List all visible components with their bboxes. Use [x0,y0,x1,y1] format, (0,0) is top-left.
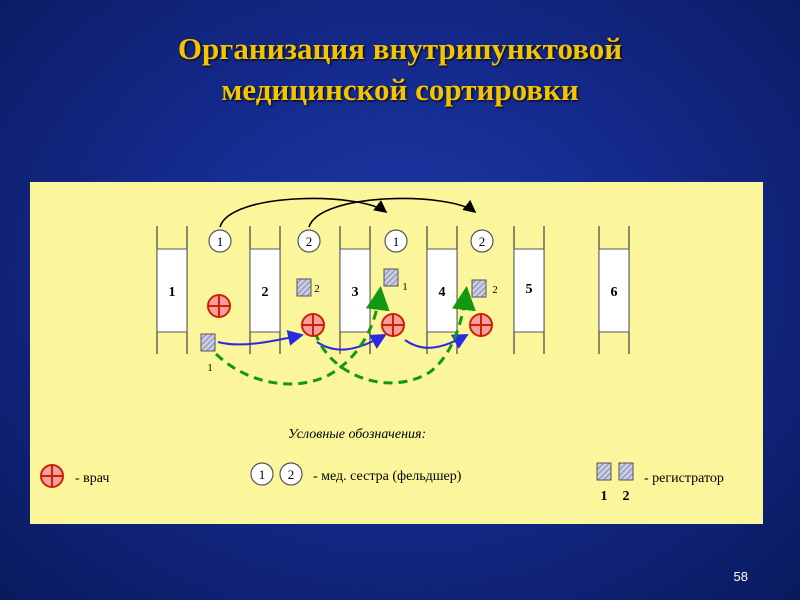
svg-text:2: 2 [306,234,313,249]
room-label: 1 [169,285,176,300]
registrar-marker: 2 [471,279,498,298]
room-label: 5 [526,282,533,297]
title-line-2: медицинской сортировки [221,72,579,107]
room-label: 4 [439,285,446,300]
svg-text:2: 2 [479,234,486,249]
nurse-marker: 2 [297,229,321,253]
room-4: 4 [426,248,458,333]
room-6: 6 [598,248,630,333]
room-2: 2 [249,248,281,333]
legend-nurse-icon: 1 2 [250,462,303,486]
registrar-marker: 1 [200,333,216,374]
svg-text:1: 1 [259,467,266,482]
patient-flow-arrow-blue [217,330,304,346]
room-1: 1 [156,248,188,333]
patient-flow-arrow-green [313,286,476,385]
doctor-icon [469,313,493,337]
svg-text:1: 1 [402,281,408,293]
legend-registrar-label: - регистратор [644,471,724,486]
legend-registrar-icon: 1 2 [596,462,634,504]
legend-doctor-label: - врач [75,471,109,486]
nurse-marker: 2 [470,229,494,253]
legend-nurse-label: - мед. сестра (фельдшер) [313,469,462,484]
nurse-transfer-arrow [219,197,388,228]
svg-text:1: 1 [393,234,400,249]
room-3: 3 [339,248,371,333]
doctor-icon [301,313,325,337]
svg-text:2: 2 [314,283,320,295]
registrar-marker: 1 [383,268,408,293]
legend-heading: Условные обозначения: [288,427,426,442]
room-label: 2 [262,285,269,300]
registrar-marker: 2 [296,278,320,297]
page-title: Организация внутрипунктовой медицинской … [0,28,800,110]
svg-text:2: 2 [623,489,630,504]
legend-doctor-icon [40,464,64,488]
patient-flow-arrow-blue [316,334,387,351]
triage-diagram: 1 2 3 4 5 6 1 2 [40,197,724,504]
nurse-marker: 1 [208,229,232,253]
svg-text:1: 1 [601,489,608,504]
page-number: 58 [733,569,748,584]
doctor-icon [207,294,231,318]
svg-text:1: 1 [217,234,224,249]
nurse-transfer-arrow [308,197,477,228]
room-label: 6 [611,285,618,300]
patient-flow-arrow-blue [404,334,469,349]
svg-text:2: 2 [492,284,498,296]
patient-flow-arrow-green [214,286,390,386]
doctor-icon [381,313,405,337]
room-label: 3 [352,285,359,300]
svg-text:2: 2 [288,467,295,482]
svg-text:1: 1 [207,362,213,374]
title-line-1: Организация внутрипунктовой [177,31,623,66]
diagram-panel: 1 2 3 4 5 6 1 2 [30,182,763,524]
nurse-marker: 1 [384,229,408,253]
room-5: 5 [513,248,545,333]
